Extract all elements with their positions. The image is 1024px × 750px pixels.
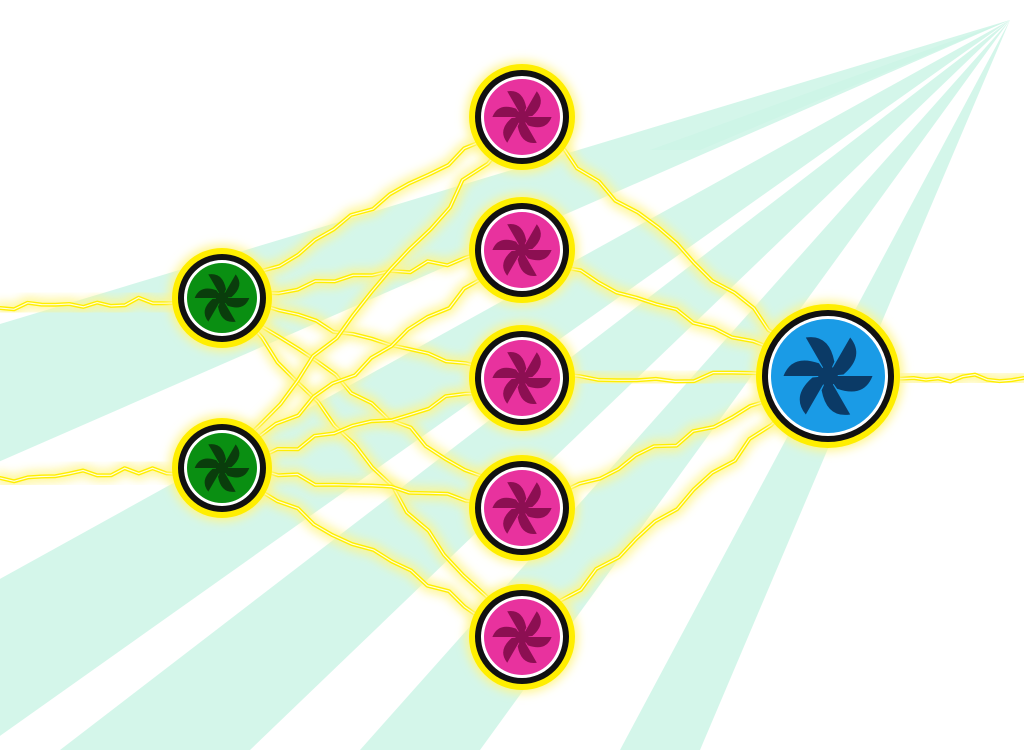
lightning-connection <box>216 111 528 474</box>
lightning-connection <box>216 462 528 643</box>
hidden-node <box>466 61 578 173</box>
output-node <box>753 301 903 451</box>
network-nodes <box>169 61 903 693</box>
hidden-node <box>466 452 578 564</box>
lightning-connection <box>216 244 528 474</box>
hidden-node <box>466 581 578 693</box>
hidden-node <box>466 322 578 434</box>
lightning-connection <box>216 111 528 304</box>
hidden-node <box>466 194 578 306</box>
lightning-connection <box>216 292 528 643</box>
input-node <box>169 415 275 521</box>
background-ray <box>650 20 1010 150</box>
input-node <box>169 245 275 351</box>
lightning-connection <box>216 292 528 514</box>
